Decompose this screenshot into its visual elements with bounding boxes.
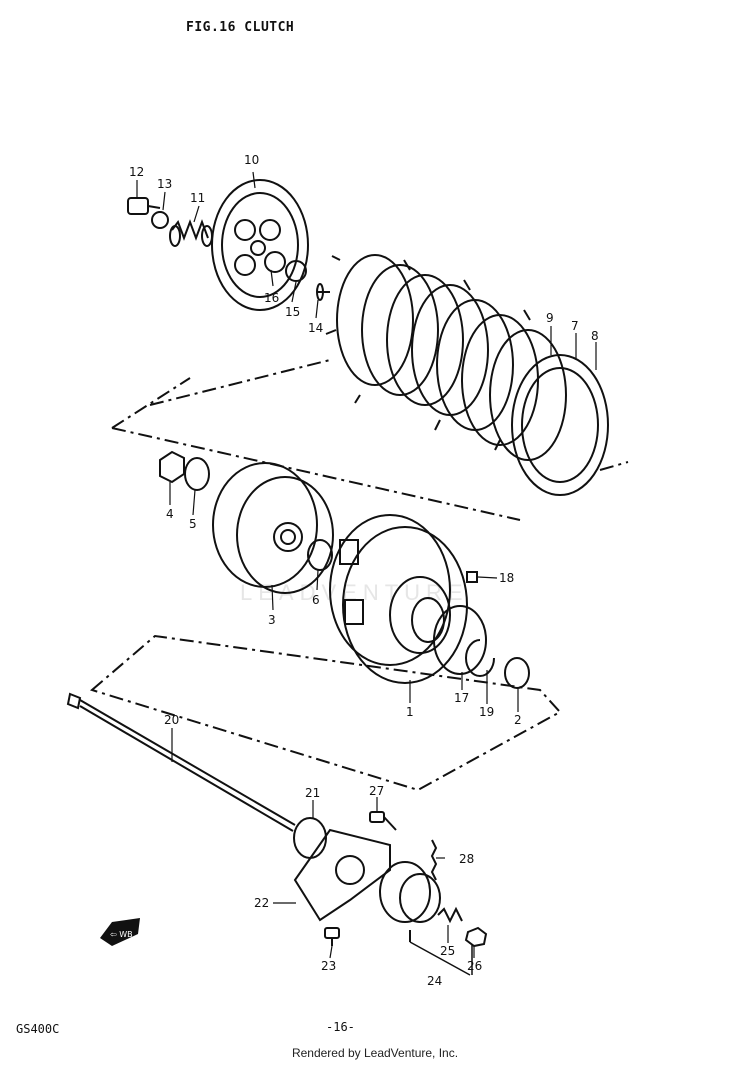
clutch-plates-stack[interactable]	[325, 254, 609, 496]
return-spring-part[interactable]	[430, 839, 438, 881]
callout-20: 20	[164, 713, 179, 727]
callout-10: 10	[244, 153, 259, 167]
callout-26: 26	[467, 959, 482, 973]
release-bearing-part[interactable]	[285, 260, 307, 282]
lower-envelope-lines	[89, 634, 562, 792]
callout-1: 1	[406, 705, 414, 719]
callout-27: 27	[369, 784, 384, 798]
callout-6: 6	[312, 593, 320, 607]
callout-12: 12	[129, 165, 144, 179]
washer-part[interactable]	[151, 211, 169, 229]
page-number: -16-	[326, 1020, 355, 1034]
callout-11: 11	[190, 191, 205, 205]
callout-4: 4	[166, 507, 174, 521]
bolt-part-23[interactable]	[324, 927, 340, 946]
figure-title: FIG.16 CLUTCH	[186, 20, 295, 35]
clutch-sleeve-hub-part[interactable]	[212, 462, 334, 594]
washer-part-2[interactable]	[504, 657, 530, 689]
oil-pump-drive-gear-part[interactable]	[433, 605, 487, 675]
callout-23: 23	[321, 959, 336, 973]
lock-washer-part[interactable]	[184, 457, 210, 491]
adjuster-spring-part[interactable]	[437, 906, 463, 924]
callout-5: 5	[189, 517, 197, 531]
callout-18: 18	[499, 571, 514, 585]
release-plate-hole	[335, 855, 365, 885]
release-mechanism-part[interactable]	[379, 861, 441, 942]
release-plate-part[interactable]	[293, 828, 391, 922]
leader-lines	[136, 171, 597, 959]
callout-16: 16	[264, 291, 279, 305]
callout-9: 9	[546, 311, 554, 325]
push-rod-part[interactable]	[66, 692, 296, 832]
callout-2: 2	[514, 713, 522, 727]
hub-nut-part[interactable]	[159, 450, 185, 484]
callout-19: 19	[479, 705, 494, 719]
callout-3: 3	[268, 613, 276, 627]
clutch-spring-part[interactable]	[169, 219, 213, 247]
callout-24: 24	[427, 974, 442, 988]
pressure-plate-part[interactable]	[211, 179, 309, 311]
callout-7: 7	[571, 319, 579, 333]
bolt-part-27[interactable]	[369, 811, 397, 831]
callout-21: 21	[305, 786, 320, 800]
circlip-part[interactable]	[465, 639, 495, 677]
primary-driven-gear-part[interactable]	[329, 514, 468, 684]
direction-badge: ⇦ WB	[100, 918, 140, 946]
oil-seal-part[interactable]	[293, 817, 327, 859]
callout-13: 13	[157, 177, 172, 191]
push-piece-part[interactable]	[316, 283, 330, 301]
spacer-part[interactable]	[466, 571, 478, 583]
callout-22: 22	[254, 896, 269, 910]
lock-nut-part[interactable]	[464, 926, 488, 948]
callout-17: 17	[454, 691, 469, 705]
callout-25: 25	[440, 944, 455, 958]
thrust-washer-part[interactable]	[307, 539, 333, 571]
render-credit: Rendered by LeadVenture, Inc.	[291, 1046, 459, 1060]
callout-28: 28	[459, 852, 474, 866]
callout-8: 8	[591, 329, 599, 343]
clutch-bolt-part[interactable]	[127, 197, 161, 215]
direction-badge-label: ⇦ WB	[110, 930, 133, 939]
model-code: GS400C	[16, 1022, 60, 1036]
callout-15: 15	[285, 305, 300, 319]
upper-envelope-lines	[111, 359, 629, 521]
callout-14: 14	[308, 321, 323, 335]
group-bracket-24	[409, 941, 473, 976]
